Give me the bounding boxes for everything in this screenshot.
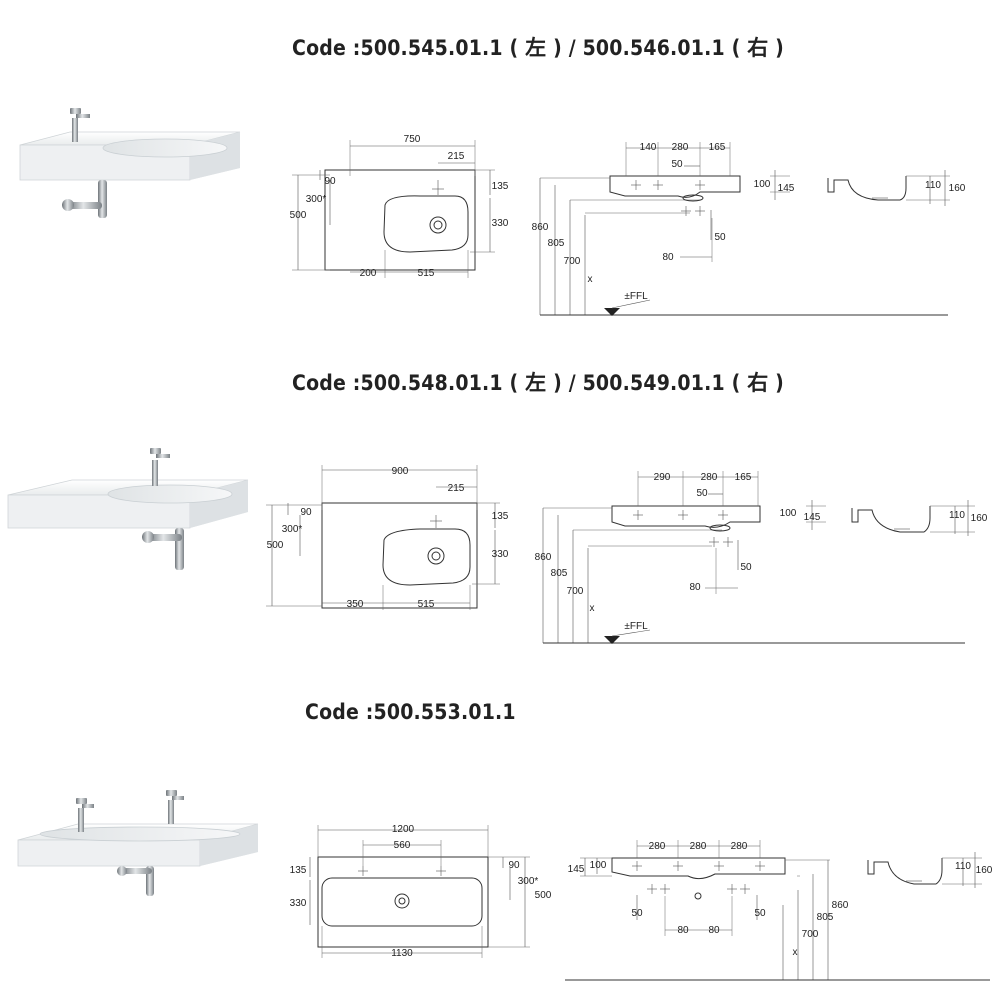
dim-h700-3: 700 (802, 929, 819, 940)
dim-side-total-2: 160 (971, 513, 988, 524)
top-view-1 (292, 140, 495, 278)
dim-total-height-1: 145 (778, 183, 795, 194)
dim-waste-offset-1: 50 (671, 159, 683, 170)
dim-side-total-3: 160 (976, 865, 993, 876)
dim-side-bowl-2: 110 (949, 510, 965, 521)
dim-depth-3: 500 (535, 890, 552, 901)
dim-trap-left-3: 80 (677, 925, 689, 936)
dim-side-bowl-3: 110 (955, 861, 971, 872)
front-view-3 (565, 840, 990, 981)
dim-spacing-left-1: 140 (640, 142, 657, 153)
dim-trap-drop-2: 50 (740, 562, 752, 573)
dim-tap-spacing-3: 560 (394, 840, 411, 851)
dim-tap-drop-1: 300* (306, 194, 327, 205)
dim-tap-offset-1: 215 (448, 151, 465, 162)
product-code-title-2: Code :500.548.01.1 ( 左 ) / 500.549.01.1 … (292, 371, 785, 395)
top-view-3 (309, 825, 530, 958)
basin-photo-3 (17, 790, 259, 896)
dim-bowl-width-1: 515 (418, 268, 435, 279)
dim-bowl-depth-2: 330 (492, 549, 509, 560)
dim-total-height-3: 145 (568, 864, 585, 875)
dim-x-1: x (588, 274, 593, 285)
dim-bowl-depth-3: 330 (290, 898, 307, 909)
dim-h860-3: 860 (832, 900, 849, 911)
dim-trap-right-3: 80 (708, 925, 720, 936)
dim-bowl-width-3: 1130 (391, 948, 413, 959)
dim-h860-1: 860 (532, 222, 549, 233)
dim-spacing-1-3: 280 (649, 841, 666, 852)
dim-spacing-mid-2: 280 (701, 472, 718, 483)
dim-trap-drop-1: 50 (714, 232, 726, 243)
side-view-2 (851, 500, 975, 536)
dim-spacing-2-3: 280 (690, 841, 707, 852)
dim-x-3: x (793, 947, 798, 958)
dim-depth-1: 500 (290, 210, 307, 221)
product-code-title-3: Code :500.553.01.1 (305, 700, 516, 724)
dim-waste-offset-2: 50 (696, 488, 708, 499)
dim-spacing-left-2: 290 (654, 472, 671, 483)
dim-rim-height-1: 100 (754, 179, 771, 190)
dim-spacing-mid-1: 280 (672, 142, 689, 153)
dim-left-shelf-1: 200 (360, 268, 377, 279)
dim-tap-drop-3: 300* (518, 876, 539, 887)
dim-h805-1: 805 (548, 238, 565, 249)
dim-total-width-1: 750 (404, 134, 421, 145)
dim-ffl-1: ±FFL (624, 291, 648, 302)
dim-rim-height-3: 100 (590, 860, 607, 871)
dim-trap-width-2: 80 (689, 582, 701, 593)
front-view-1 (539, 142, 948, 316)
basin-photo-2 (7, 448, 249, 570)
dim-back-margin-2: 90 (300, 507, 312, 518)
dim-bowl-depth-1: 330 (492, 218, 509, 229)
dim-h805-2: 805 (551, 568, 568, 579)
dim-tap-depth-1: 135 (492, 181, 509, 192)
dim-bowl-width-2: 515 (418, 599, 435, 610)
dim-tap-depth-3: 135 (290, 865, 307, 876)
basin-photo-1 (19, 108, 241, 218)
dim-h700-1: 700 (564, 256, 581, 267)
dim-spacing-3-3: 280 (731, 841, 748, 852)
dim-x-2: x (590, 603, 595, 614)
dim-spacing-right-2: 165 (735, 472, 752, 483)
dim-tap-drop-2: 300* (282, 524, 303, 535)
top-view-2 (266, 465, 500, 610)
dim-waste-right-3: 50 (754, 908, 766, 919)
dim-depth-2: 500 (267, 540, 284, 551)
dim-rim-height-2: 100 (780, 508, 797, 519)
dim-h700-2: 700 (567, 586, 584, 597)
dim-total-width-3: 1200 (392, 824, 415, 835)
dim-ffl-2: ±FFL (624, 621, 648, 632)
dim-side-bowl-1: 110 (925, 180, 941, 191)
dim-total-height-2: 145 (804, 512, 821, 523)
front-view-2 (542, 471, 965, 644)
product-code-title-1: Code :500.545.01.1 ( 左 ) / 500.546.01.1 … (292, 36, 785, 60)
dim-back-margin-3: 90 (508, 860, 520, 871)
dim-side-total-1: 160 (949, 183, 966, 194)
dim-tap-offset-2: 215 (448, 483, 465, 494)
dim-tap-depth-2: 135 (492, 511, 509, 522)
dim-total-width-2: 900 (392, 466, 409, 477)
dim-waste-left-3: 50 (631, 908, 643, 919)
dim-trap-width-1: 80 (662, 252, 674, 263)
dim-back-margin-1: 90 (324, 176, 336, 187)
side-view-1 (827, 170, 950, 206)
dim-h860-2: 860 (535, 552, 552, 563)
dim-h805-3: 805 (817, 912, 834, 923)
dim-left-shelf-2: 350 (347, 599, 364, 610)
side-view-3 (867, 852, 982, 888)
dim-spacing-right-1: 165 (709, 142, 726, 153)
